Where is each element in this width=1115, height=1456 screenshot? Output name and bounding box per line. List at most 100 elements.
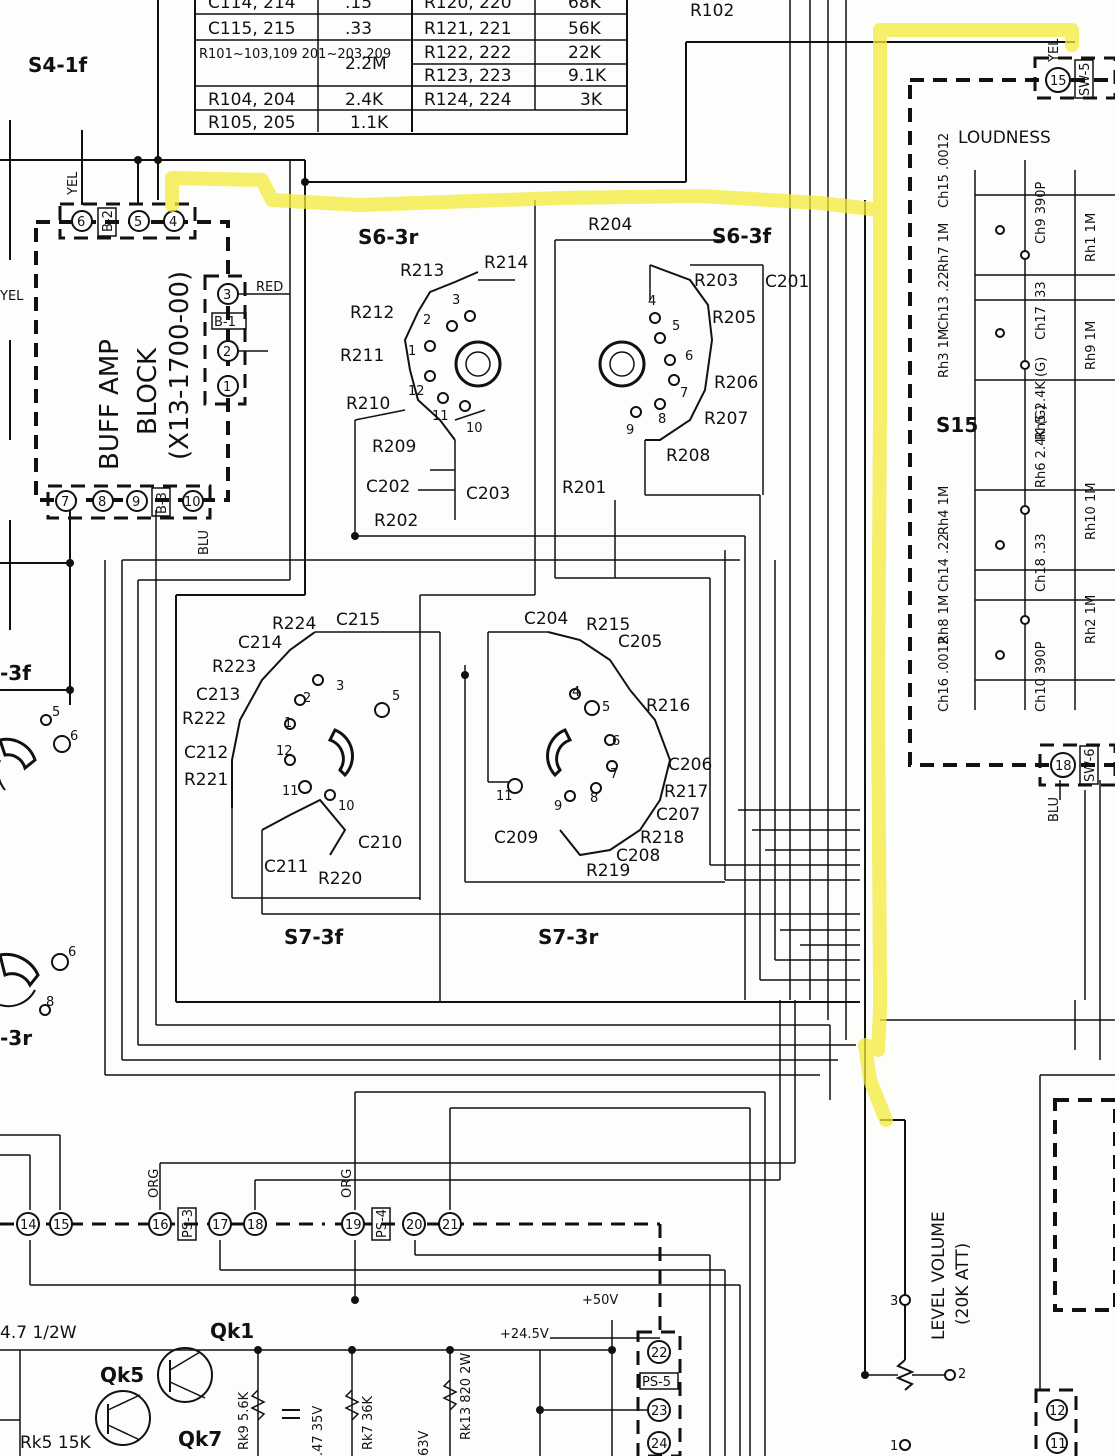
position-number: 7 [680, 386, 688, 401]
buff-amp-part-number: (X13-1700-00) [165, 271, 195, 460]
buff-amp-block: BUFF AMP BLOCK (X13-1700-00) 6 B-2 5 4 Y… [0, 53, 290, 555]
switch-label: -3f [0, 661, 31, 685]
pin-label: 5 [134, 215, 142, 230]
position-number: 6 [612, 734, 620, 749]
component-label: R205 [712, 308, 756, 328]
connector-label: B-2 [101, 210, 116, 232]
pin-label: 11 [1050, 1437, 1067, 1452]
wire-color-yel: YEL [66, 171, 81, 196]
table-cell: 9.1K [568, 66, 607, 86]
component-label: R212 [350, 303, 394, 323]
pin-label: 24 [651, 1437, 668, 1452]
pin-label: 7 [61, 495, 69, 510]
component-label: R214 [484, 253, 528, 273]
level-volume-title: LEVEL VOLUME [929, 1211, 949, 1340]
position-number: 6 [685, 349, 693, 364]
position-number: 3 [890, 1294, 898, 1309]
table-cell: R124, 224 [424, 90, 512, 110]
component-label: R209 [372, 437, 416, 457]
component-label: C206 [668, 755, 712, 775]
component-label: R204 [588, 215, 632, 235]
switch-s7-3f: 3 2 1 12 11 10 5 R224 C215 C214 R223 C21… [182, 610, 441, 1002]
position-number: 11 [496, 789, 513, 804]
component-label: C215 [336, 610, 380, 630]
position-number: 12 [276, 744, 293, 759]
position-number: 2 [303, 691, 311, 706]
level-volume-spec: (20K ATT) [953, 1243, 973, 1325]
position-number: 11 [282, 784, 299, 799]
position-number: 5 [602, 700, 610, 715]
connector-label: SW-6 [1083, 748, 1098, 782]
switch-label: S7-3r [538, 925, 599, 949]
table-cell: 1.1K [350, 113, 389, 133]
component-label: R224 [272, 614, 316, 634]
component-label: C209 [494, 828, 538, 848]
position-number: 2 [958, 1367, 966, 1382]
position-number: 9 [554, 799, 562, 814]
transistor-label: Qk7 [178, 1427, 222, 1451]
component-label: C207 [656, 805, 700, 825]
loudness-title: LOUDNESS [958, 128, 1051, 148]
component-label: R221 [184, 770, 228, 790]
position-number: 1 [284, 716, 292, 731]
position-number: 7 [610, 767, 618, 782]
component-label: C203 [466, 484, 510, 504]
component-label: C205 [618, 632, 662, 652]
component-label: Rk13 820 2W [459, 1353, 474, 1440]
position-number: 11 [432, 409, 449, 424]
table-cell: 2.2M [345, 54, 387, 74]
table-cell: R120, 220 [424, 0, 512, 13]
component-label: Rk5 15K [20, 1433, 92, 1453]
pin-label: 21 [442, 1218, 459, 1233]
component-label: Ch10 390P [1034, 641, 1049, 712]
component-label: C210 [358, 833, 402, 853]
pin-label: 18 [1055, 759, 1072, 774]
switch-label: S6-3r [358, 225, 419, 249]
component-label: Ch18 .33 [1034, 533, 1049, 592]
component-label: R220 [318, 869, 362, 889]
connector-label: PS-3 [181, 1209, 196, 1238]
pin-label: 18 [247, 1218, 264, 1233]
position-number: 3 [336, 679, 344, 694]
component-label: R207 [704, 409, 748, 429]
position-number: 12 [408, 384, 425, 399]
s7r-contacts [507, 688, 618, 802]
component-label: C211 [264, 857, 308, 877]
connector-label: B-3 [155, 492, 170, 514]
component-label: R216 [646, 696, 690, 716]
pin-label: 1 [223, 380, 231, 395]
component-label: C201 [765, 272, 809, 292]
wire-color-blu: BLU [1047, 797, 1062, 822]
switch-label: S6-3f [712, 224, 772, 248]
component-label: C202 [366, 477, 410, 497]
position-number: 9 [626, 423, 634, 438]
table-cell: C115, 215 [208, 19, 296, 39]
position-number: 8 [658, 412, 666, 427]
buff-amp-title: BUFF AMP [95, 339, 125, 470]
component-label: 63V [417, 1430, 432, 1456]
power-circuit: 4.7 1/2W Qk1 Qk5 Qk7 Rk5 15K Rk9 5.6K .4… [0, 1293, 618, 1456]
switch-s7-3r: 4 5 6 7 8 9 11 C204 R215 C205 R216 C206 … [488, 609, 712, 949]
component-label: Ch13 .22 [937, 271, 952, 330]
switch-s6-3r: S6-3r 3 2 1 12 11 10 R213 R214 R212 R211… [340, 225, 528, 531]
wire-color-red: RED [256, 280, 283, 295]
component-label: Ch14 .22 [937, 533, 952, 592]
table-cell: 22K [568, 43, 602, 63]
switch-s6-3f: S6-3f 4 5 6 7 8 9 R204 R203 C201 R205 R2… [555, 215, 809, 498]
component-label: Rh2 1M [1084, 595, 1099, 644]
position-number: 10 [338, 799, 355, 814]
component-label: C213 [196, 685, 240, 705]
pin-label: 16 [152, 1218, 169, 1233]
component-label: R202 [374, 511, 418, 531]
wire-color-yel: YEL [1047, 38, 1062, 63]
component-label: Ch17 .33 [1034, 281, 1049, 340]
highlight-signal-path [165, 23, 1079, 1127]
table-cell: R123, 223 [424, 66, 512, 86]
position-number: 4 [648, 294, 656, 309]
table-cell: R104, 204 [208, 90, 296, 110]
switch-label: S7-3f [284, 925, 344, 949]
parts-table: C114, 214 .15 R120, 220 68K C115, 215 .3… [194, 0, 734, 135]
component-label: R218 [640, 828, 684, 848]
pin-label: 15 [53, 1218, 70, 1233]
transistor-label: Qk1 [210, 1319, 254, 1343]
